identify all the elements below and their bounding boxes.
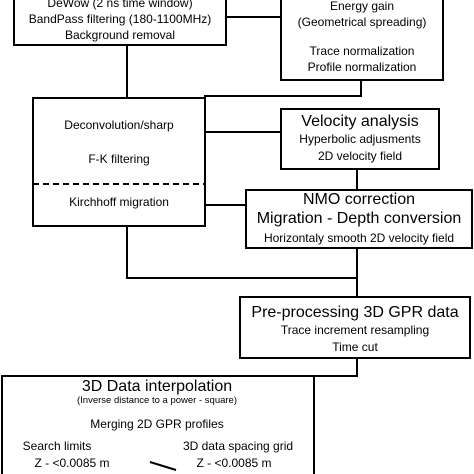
interp-left-head: Search limits [22,439,92,453]
connector-3d-interp [314,358,358,377]
filter-line3: Kirchhoff migration [69,195,169,209]
filtering-box-outline [32,97,206,227]
velocity-line2: 2D velocity field [317,149,403,163]
preprocess-line2: BandPass filtering (180-1100MHz) [28,12,212,26]
nmo-title1: NMO correction [302,191,416,208]
filter-line1: Deconvolution/sharp [64,118,174,132]
preprocess3d-title: Pre-processing 3D GPR data [251,304,459,321]
gain-line4: Profile normalization [307,60,417,74]
preprocess3d-line1: Trace increment resampling [280,323,430,337]
connector-filter-3d [126,226,358,297]
filter-line2: F-K filtering [88,152,150,166]
gain-line3: Trace normalization [309,44,415,58]
velocity-title: Velocity analysis [301,113,419,130]
velocity-box-outline [280,108,440,170]
connector-gain-filter [204,80,362,98]
nmo-line1: Horizontaly smooth 2D velocity field [263,231,455,245]
gain-line1: Energy gain [329,0,395,13]
gain-line2: (Geometrical spreading) [297,15,427,29]
interp-subtitle: (Inverse distance to a power - square) [77,395,237,406]
interp-left-value: Z - <0.0085 m [34,456,110,470]
interp-line1: Merging 2D GPR profiles [90,417,224,431]
velocity-line1: Hyperbolic adjusments [299,132,421,146]
nmo-box-outline [245,189,473,249]
preprocess-line3: Background removal [64,28,176,42]
nmo-title2: Migration - Depth conversion [256,210,462,227]
interp-right-value: Z - <0.0085 m [196,456,272,470]
arrow-line [149,461,177,471]
preprocess3d-line2: Time cut [332,340,378,354]
interp-title: 3D Data interpolation [81,378,233,395]
preprocess3d-box-outline [239,296,471,359]
interpolation-box-outline [1,375,315,474]
interp-right-head: 3D data spacing grid [182,439,294,453]
preprocess-line1: DeWow (2 ns time window) [47,0,193,10]
